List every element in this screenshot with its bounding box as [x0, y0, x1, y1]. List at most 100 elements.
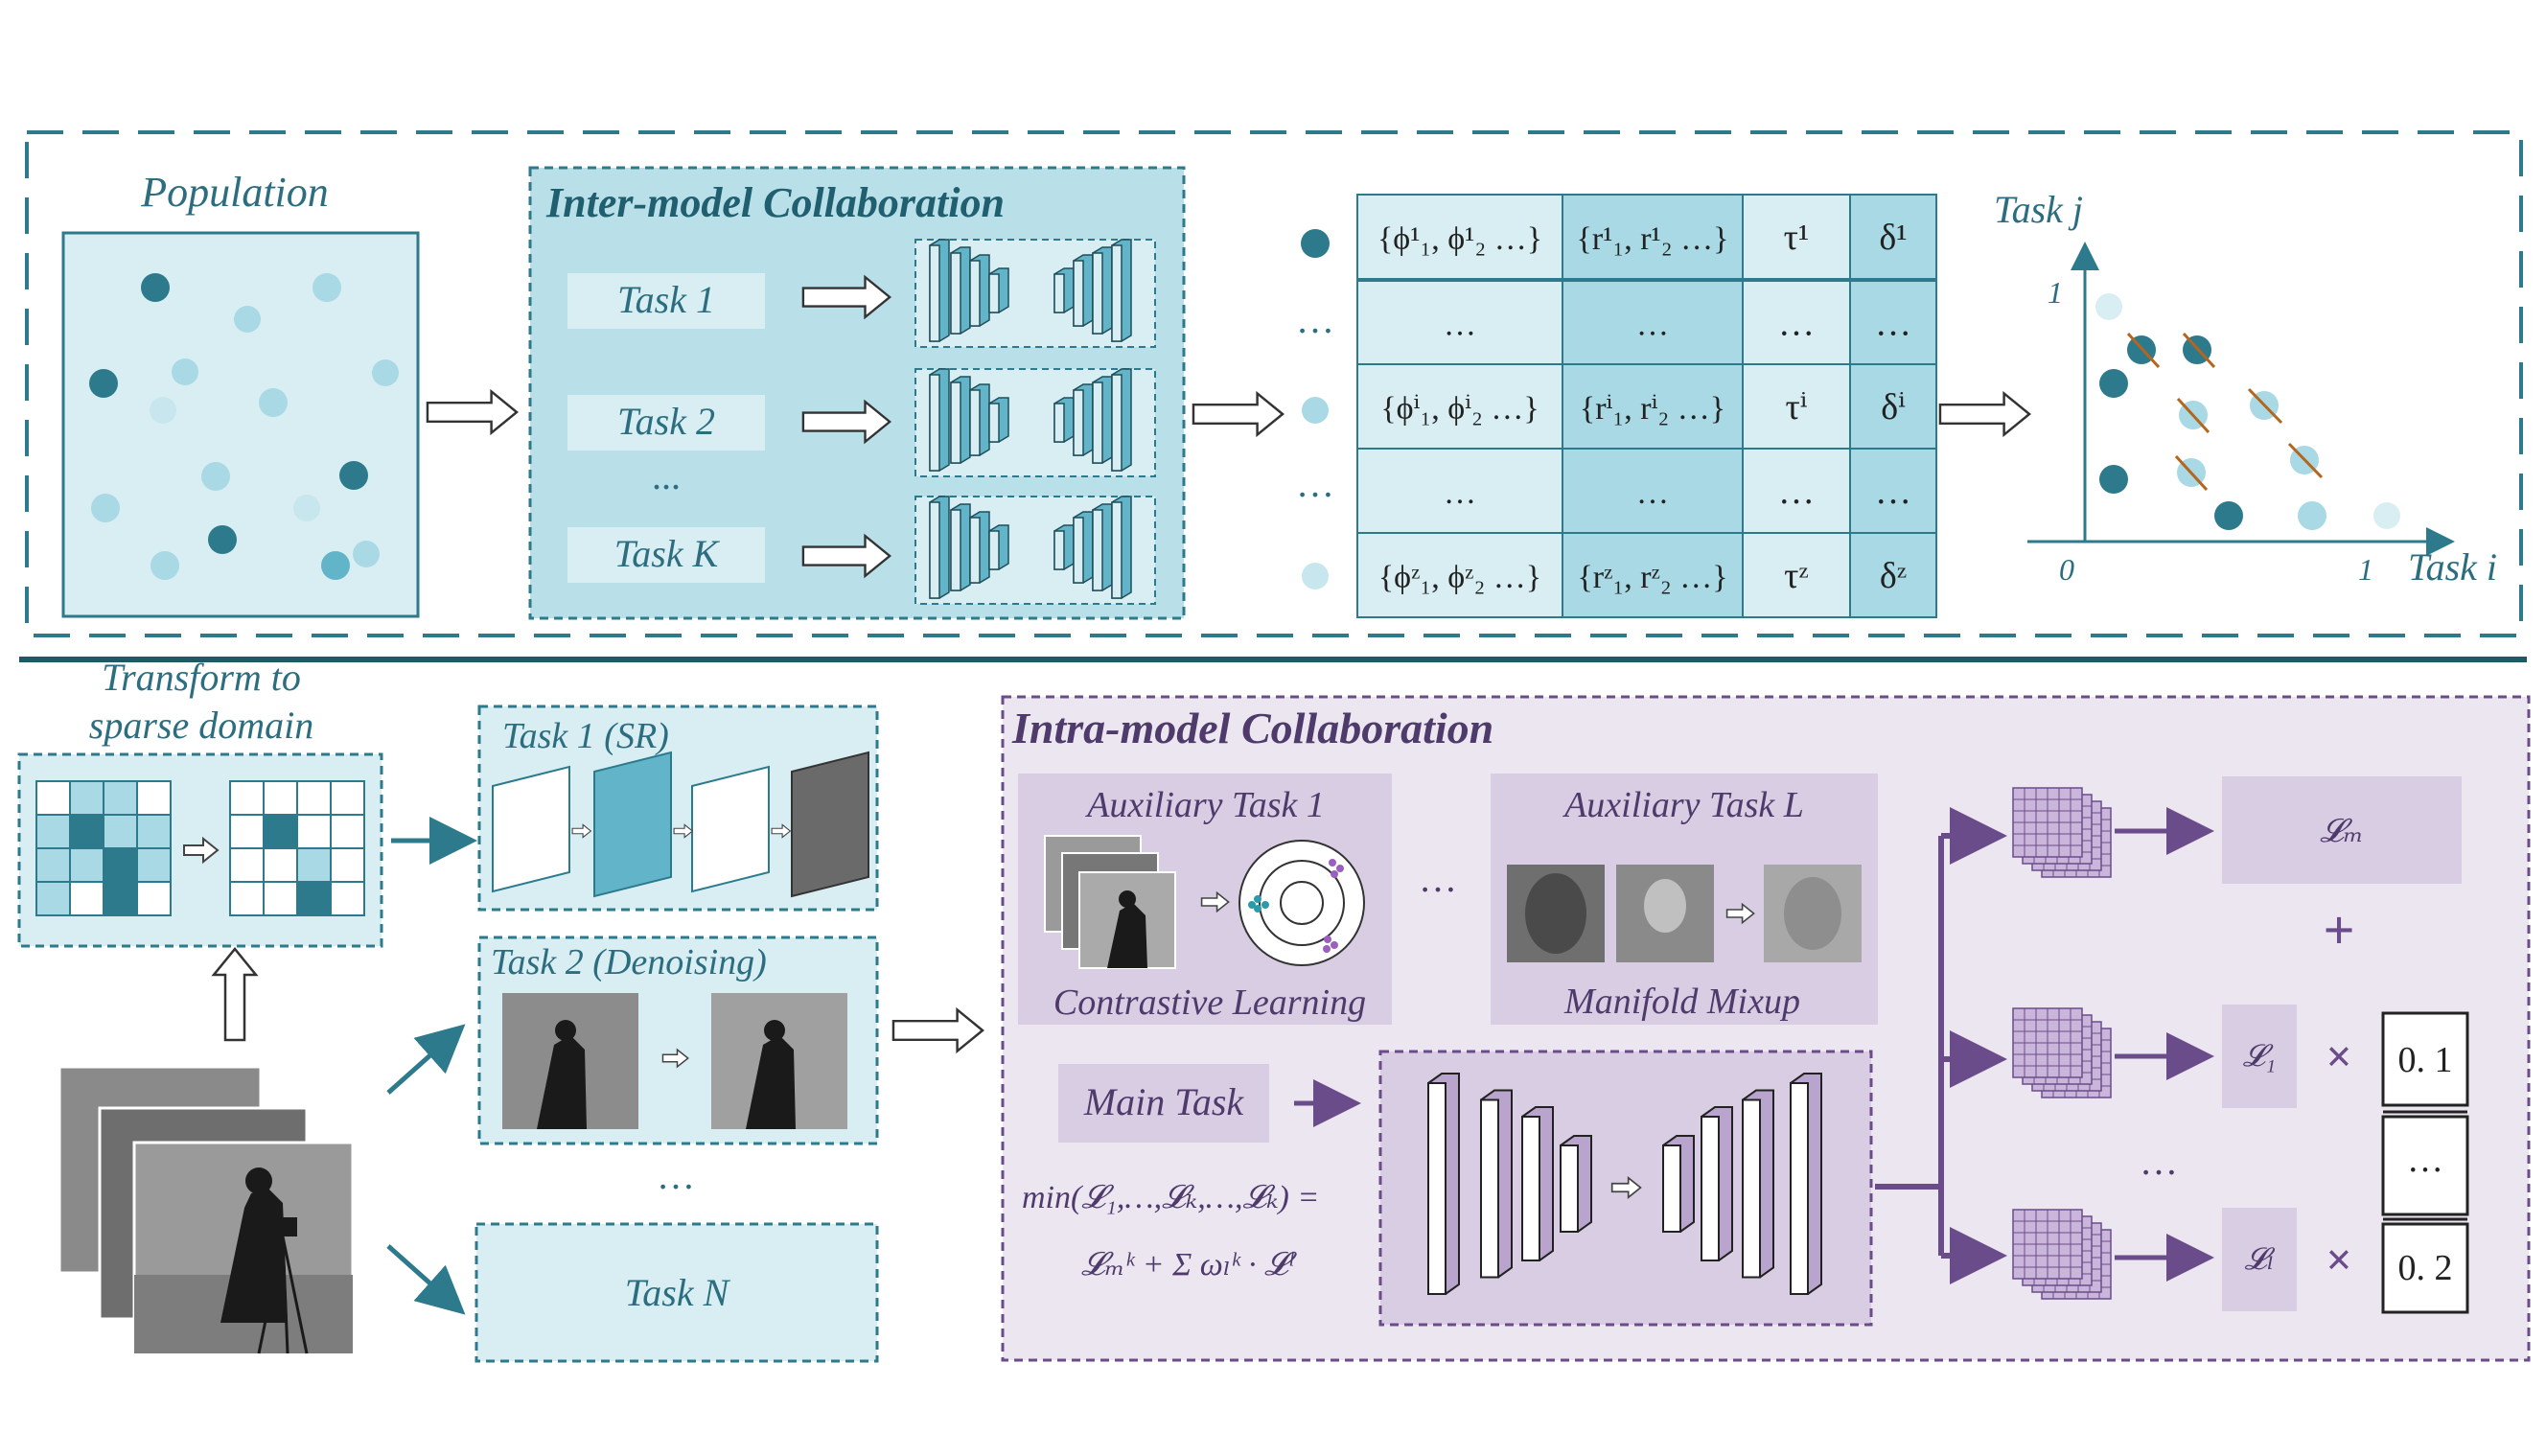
arrow-inter-to-table [1192, 392, 1285, 436]
table-cell-text: … [1875, 304, 1911, 344]
grid-cell [35, 814, 71, 849]
population-individuals [89, 273, 399, 580]
loss-L-label: 𝓛ₗ [2244, 1241, 2275, 1276]
table-cell [1849, 363, 1937, 450]
grid-cell [69, 780, 104, 816]
net-layer-face [1092, 252, 1103, 335]
top-section-frame [25, 130, 2523, 637]
table-cell-text: δⁱ [1881, 387, 1906, 428]
net-layer-face [988, 530, 1000, 570]
table-cell [1356, 448, 1563, 534]
feature-cubes [2012, 787, 2112, 1300]
table-cell-text: τⁱ [1786, 387, 1808, 428]
net-layer-face [969, 517, 981, 584]
grid-cell [136, 847, 172, 883]
grid-cell [330, 847, 365, 883]
inter-task-ellipsis: ... [652, 454, 681, 497]
grid-cell [296, 780, 332, 816]
main-net-layer-face [1701, 1116, 1720, 1261]
grid-cell [296, 847, 332, 883]
table-cell-text: {rⁱ₁, rⁱ₂ …} [1580, 391, 1725, 427]
grid-cell [229, 847, 265, 883]
table-cell [1356, 532, 1563, 618]
grid-cell [330, 780, 365, 816]
main-net-layer-face [1427, 1082, 1447, 1295]
arrow-table-to-pareto [1938, 392, 2031, 436]
intra-model-title: Intra-model Collaboration [1011, 704, 1493, 752]
grid-cell [35, 780, 71, 816]
net-layer-face [1111, 501, 1123, 599]
main-net-layer-face [1521, 1116, 1540, 1261]
pareto-x-one: 1 [2358, 552, 2373, 587]
pareto-x-label: Task i [2408, 545, 2497, 589]
table-cell-text: {r¹₁, r¹₂ …} [1577, 221, 1729, 257]
table-cell [1742, 363, 1851, 450]
sr-dense-map [593, 751, 672, 898]
sr-pipeline [492, 751, 869, 898]
loss-1-box [2222, 1005, 2297, 1108]
pareto-origin: 0 [2059, 552, 2074, 587]
main-net-layer-face [1480, 1098, 1499, 1279]
arrow-to-task2 [386, 1024, 466, 1095]
grid-cell [229, 780, 265, 816]
net-layer-face [1053, 273, 1065, 313]
net-layer-face [1111, 374, 1123, 472]
pareto-y-one: 1 [2048, 275, 2063, 310]
grid-cell [296, 814, 332, 849]
sr-sparse-input [492, 765, 570, 893]
table-cell-text: τ¹ [1784, 218, 1810, 258]
table-cell-text: … [1875, 472, 1911, 512]
table-cell-text: {ϕⁱ₁, ϕⁱ₂ …} [1380, 391, 1539, 427]
table-cell-text: τᶻ [1784, 556, 1809, 596]
pareto-y-label: Task j [1994, 188, 2083, 231]
weight-mid: … [2407, 1140, 2443, 1180]
task-denoise-title: Task 2 (Denoising) [491, 942, 767, 982]
main-net-layer-face [1560, 1144, 1579, 1233]
aux-taskL-title: Auxiliary Task L [1562, 785, 1804, 825]
grid-cell [330, 881, 365, 916]
net-layer-face [1073, 389, 1084, 456]
net-layer-face [969, 389, 981, 456]
net-layer-face [950, 509, 961, 591]
aux-taskL-visual [1507, 865, 1862, 962]
denoise-images [502, 993, 847, 1129]
grid-cell [229, 814, 265, 849]
net-layer-face [988, 273, 1000, 313]
table-cell [1356, 363, 1563, 450]
grid-cell [69, 847, 104, 883]
net-layer-face [1073, 517, 1084, 584]
table-cell [1742, 448, 1851, 534]
task-n-panel [474, 1222, 879, 1363]
grid-cell [103, 780, 138, 816]
tasks-ellipsis: … [657, 1154, 695, 1197]
grid-cell [35, 847, 71, 883]
main-network-blocks [1427, 1073, 1822, 1295]
table-cell-text: {rᶻ₁, rᶻ₂ …} [1577, 560, 1727, 595]
main-net-layer-face [1742, 1098, 1761, 1279]
grid-cell [69, 814, 104, 849]
sparse-grid-before [35, 780, 172, 916]
weight-L: 0. 2 [2398, 1248, 2453, 1288]
sr-sparse-output [691, 765, 770, 893]
table-cell [1849, 448, 1937, 534]
loss-m-label: 𝓛ₘ [2320, 814, 2364, 849]
table-cell [1849, 194, 1937, 280]
net-layer-face [929, 374, 940, 472]
table-cell [1849, 280, 1937, 365]
grid-cell [229, 881, 265, 916]
loss-m-box [2222, 776, 2462, 884]
pareto-plot: Task j Task i 0 1 1 [1994, 188, 2497, 589]
grid-cell [263, 847, 298, 883]
table-cell [1742, 532, 1851, 618]
grid-cell [296, 881, 332, 916]
table-cell-text: … [1444, 475, 1476, 511]
grid-cell [103, 814, 138, 849]
table-cell [1356, 194, 1563, 280]
table-cell [1849, 532, 1937, 618]
table-cell-text: {ϕᶻ₁, ϕᶻ₂ …} [1378, 560, 1541, 595]
grid-cell [69, 881, 104, 916]
table-cell [1562, 532, 1744, 618]
inter-task-label: Task 1 [617, 278, 715, 321]
table-cell-text: … [1778, 304, 1815, 344]
